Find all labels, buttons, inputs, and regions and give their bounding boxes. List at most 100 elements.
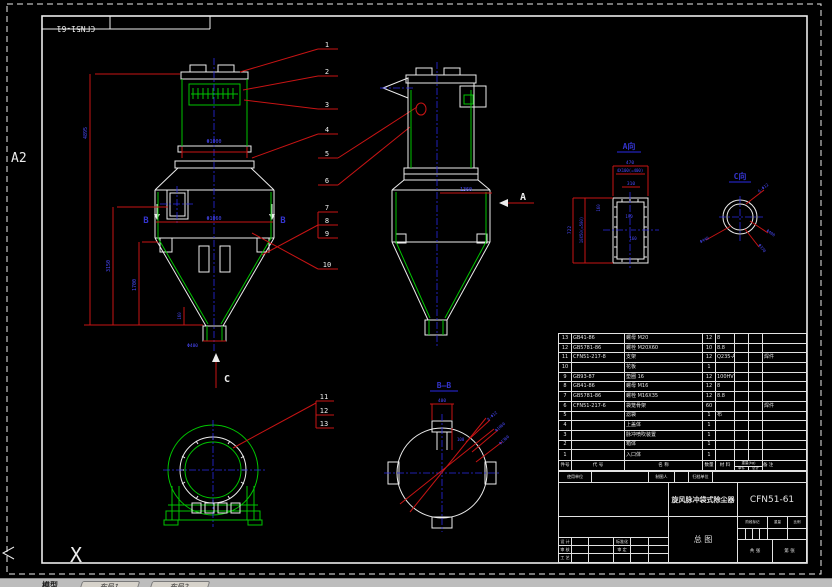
cell-name: 滤袋 [625, 411, 703, 421]
cell-total-weight [749, 343, 763, 353]
cell-material: 8 [716, 382, 735, 392]
dim-a-s3: 160 [629, 236, 637, 241]
cell-remark: 焊件 [764, 402, 775, 409]
cell-no: 13 [559, 334, 572, 343]
cell-total-weight [749, 353, 763, 363]
header-no: 件号 [559, 460, 572, 471]
header-weight: 重量(kg) [735, 461, 762, 467]
cell-qty: 1 [703, 440, 716, 450]
balloon-11: 11 [320, 393, 328, 401]
layout2-tab[interactable]: 布局2 [147, 581, 211, 587]
dim-front-box: Φ1060 [206, 216, 221, 222]
dim-bb-d5: Φ1360 [498, 434, 511, 446]
header-unit-weight: 单件 [735, 466, 749, 471]
cell-material: 8 [716, 334, 735, 343]
sheets-total: 共 张 [737, 539, 773, 563]
cell-name: 箱体 [625, 440, 703, 450]
cell-unit-weight [735, 411, 749, 421]
sig-cell [571, 553, 589, 563]
dim-bb-d2: 100 [457, 437, 465, 442]
cell-no: 12 [559, 343, 572, 353]
cell-code [572, 421, 625, 430]
cell-name: 垫圈 16 [625, 372, 703, 382]
notes-blank-cell [558, 516, 669, 538]
sheet-frame: CFN51-61 A2 [6, 3, 822, 575]
cell-name: 花板 [625, 363, 703, 372]
parts-row: 3 脉冲喷吹装置 1 [559, 430, 806, 441]
cell-remark [763, 334, 806, 343]
cell-unit-weight [735, 353, 749, 363]
cell-no: 10 [559, 363, 572, 372]
cell-qty: 60 [703, 401, 716, 411]
cell-total-weight [749, 450, 763, 460]
cell-code: GB5781-86 [572, 392, 625, 401]
parts-row: 6 CFN51-217-6 袋笼骨架 60 焊件 [559, 401, 806, 412]
cell-qty: 12 [703, 353, 716, 363]
cell-code: GB41-86 [572, 334, 625, 343]
title-block: 使用单位 制图人 归档单位 旋风脉冲袋式除尘器 CFN51-61 总 图 设 计… [558, 470, 807, 563]
cell-qty: 12 [703, 372, 716, 382]
cell-remark [763, 382, 806, 391]
cell-remark [763, 431, 806, 440]
balloon-3: 3 [325, 101, 329, 109]
header-weight-group: 重量(kg) 单件 总计 [735, 460, 763, 471]
cell-qty: 12 [703, 382, 716, 392]
balloon-4: 4 [325, 126, 329, 134]
cell-remark [763, 450, 806, 460]
front-view[interactable]: C 4895 3150 1700 Φ1000 Φ1060 Φ400 160 B … [83, 58, 286, 388]
header-total-weight: 总计 [752, 466, 759, 471]
cell-unit-weight [735, 334, 749, 343]
cell-remark [763, 363, 806, 372]
cell-code: CFN51-217-6 [572, 401, 625, 411]
header-remark: 备 注 [763, 462, 774, 468]
top-view-c[interactable] [163, 420, 265, 527]
dim-front-body: Φ1000 [206, 139, 221, 145]
layout1-tab[interactable]: 布局1 [77, 581, 141, 587]
side-view[interactable]: 1360 A [380, 62, 534, 348]
front-view-balloons: 1 2 3 4 5 6 7 8 9 10 [239, 41, 418, 270]
cell-no: 1 [559, 450, 572, 460]
section-bb[interactable]: B—B 400 100 8-Φ12 Φ1060 Φ1360 [384, 381, 511, 532]
cell-total-weight [749, 392, 763, 401]
model-tab[interactable]: 模型 [42, 581, 58, 587]
balloon-7: 7 [325, 204, 329, 212]
ucs-icon: X [1, 543, 82, 567]
parts-row: 8 GB41-86 螺母 M16 12 8 [559, 382, 806, 393]
dim-bb-d4: Φ1060 [494, 421, 507, 433]
balloon-5: 5 [325, 150, 329, 158]
layout-tab-bar: 模型 布局1 布局2 [0, 578, 832, 587]
cell-qty: 12 [703, 392, 716, 401]
cell-total-weight [749, 372, 763, 382]
cell-code [572, 440, 625, 450]
view-a[interactable]: A向 470 4X100(=400) 310 722 10X50(=500) 1… [567, 141, 659, 270]
dim-a-d3: 310 [627, 181, 635, 187]
cell-code: GB5781-86 [572, 343, 625, 353]
section-b-left-label: B [143, 216, 149, 226]
cell-code [572, 430, 625, 440]
dim-c-d4: Φ440 [699, 235, 710, 244]
cell-total-weight [749, 430, 763, 440]
view-c-title: C向 [734, 171, 747, 181]
dim-a-s1: 160 [596, 204, 601, 212]
view-a-title: A向 [623, 141, 636, 151]
cell-unit-weight [735, 450, 749, 460]
parts-row: 1 入口体 1 [559, 450, 806, 460]
cell-qty: 1 [703, 363, 716, 372]
titleblock-blank-area [558, 482, 669, 517]
cell-material: 100HV [717, 372, 735, 382]
cell-code: CFN51-217-8 [572, 353, 625, 363]
cell-no: 8 [559, 382, 572, 392]
header-material: 材 料 [716, 460, 735, 471]
sig-process-label: 工 艺 [558, 553, 572, 563]
drawing-number: CFN51-61 [737, 482, 807, 517]
view-c[interactable]: C向 6-Φ12 Φ400 Φ370 Φ440 [699, 171, 777, 254]
cell-code: GB93-87 [572, 372, 625, 382]
parts-table-header: 件号 代 号 名 称 数量 材 料 重量(kg) 单件 总计 备 注 [559, 459, 806, 471]
balloon-9: 9 [325, 230, 329, 238]
parts-row: 4 上盖体 1 [559, 421, 806, 431]
cell-material: 布 [716, 411, 735, 421]
cell-no: 6 [559, 401, 572, 411]
cell-name: 螺母 M20 [625, 334, 703, 343]
